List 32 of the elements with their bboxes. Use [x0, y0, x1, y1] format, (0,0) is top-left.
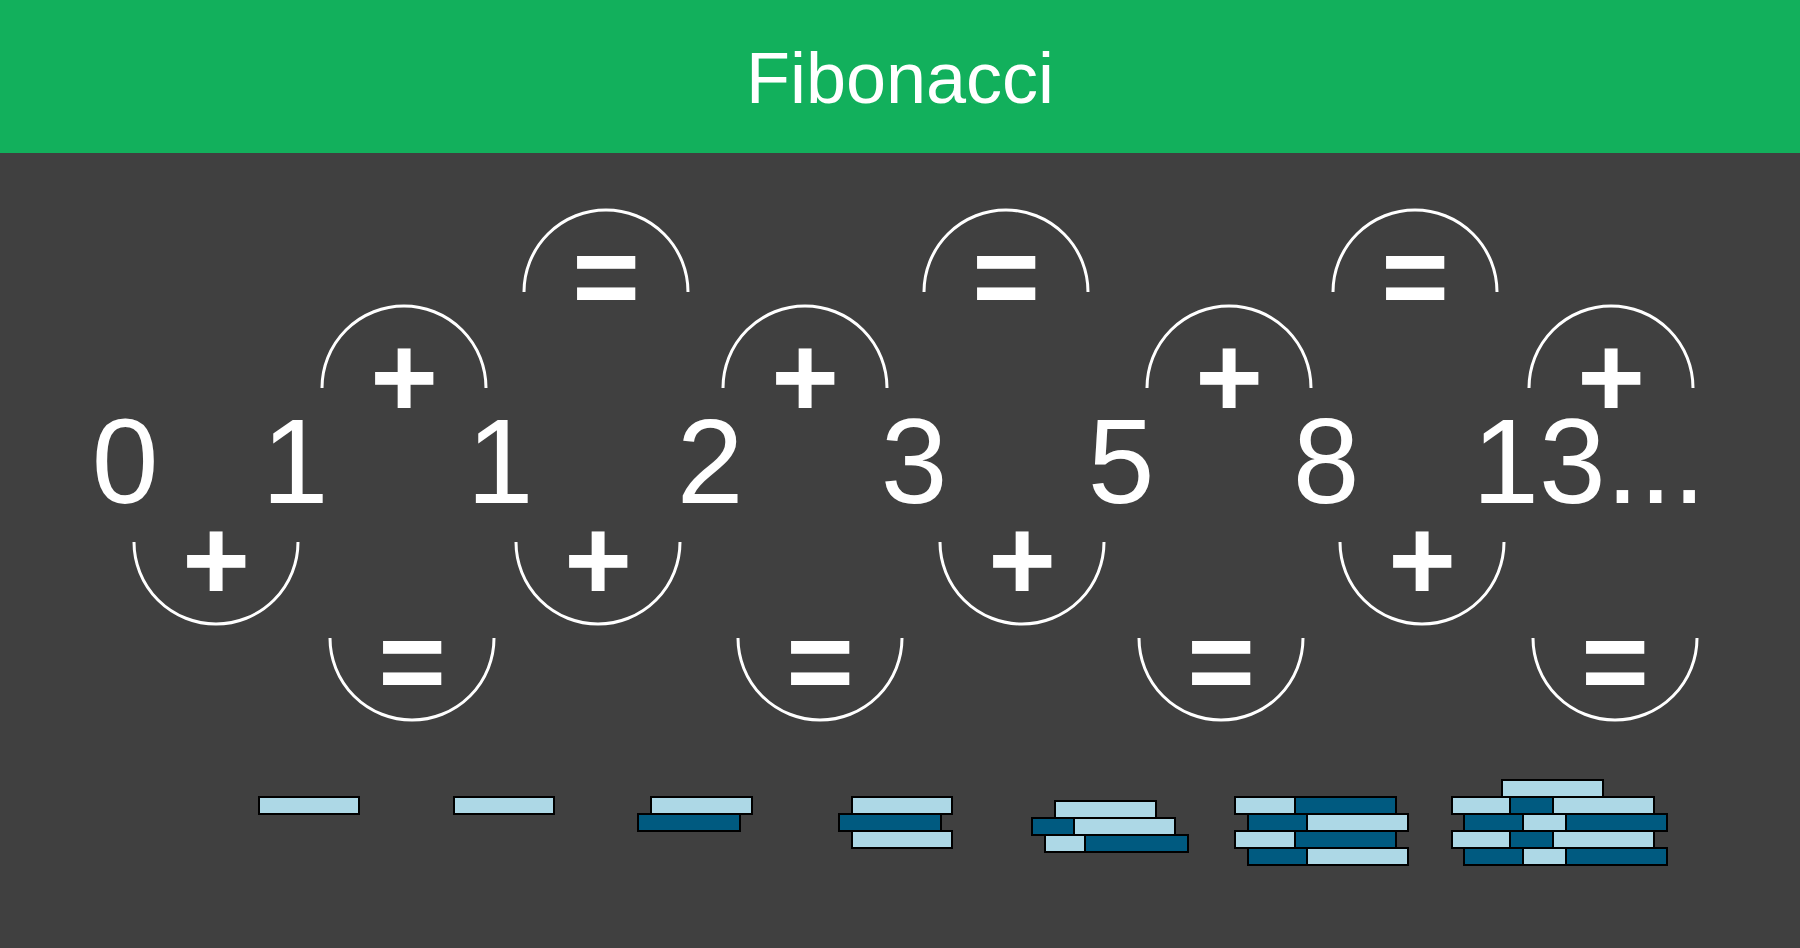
diagram-title: Fibonacci — [745, 46, 1055, 110]
semicircle-arc — [514, 529, 682, 626]
semicircle-arc — [320, 304, 488, 408]
sequence-number: 5 — [1087, 415, 1155, 507]
operator-sign: + — [1577, 347, 1645, 407]
sequence-number: 13... — [1472, 415, 1706, 507]
semicircle-arc — [1137, 636, 1305, 722]
sequence-number: 0 — [91, 415, 159, 507]
operator-sign: + — [988, 530, 1056, 590]
semicircle-arc — [522, 208, 690, 298]
sequence-number: 3 — [880, 415, 948, 507]
sequence-number: 1 — [466, 415, 534, 507]
semicircle-arc — [736, 636, 904, 722]
semicircle-arc — [922, 208, 1090, 298]
operator-sign: + — [370, 347, 438, 407]
semicircle-arc — [1531, 636, 1699, 722]
semicircle-arc — [1338, 529, 1506, 626]
semicircle-arc — [1527, 304, 1695, 408]
operator-sign: + — [1388, 530, 1456, 590]
semicircle-arc — [721, 304, 889, 408]
sequence-number: 8 — [1292, 415, 1360, 507]
semicircle-arc — [1145, 304, 1313, 408]
sequence-number: 2 — [676, 415, 744, 507]
semicircle-arc — [938, 529, 1106, 626]
sequence-number: 1 — [261, 415, 329, 507]
operator-sign: + — [771, 347, 839, 407]
semicircle-arc — [132, 529, 300, 626]
operator-sign: + — [1195, 347, 1263, 407]
semicircle-arc — [1331, 208, 1499, 298]
semicircle-arc — [328, 636, 496, 722]
operator-sign: + — [564, 530, 632, 590]
operator-sign: + — [182, 530, 250, 590]
